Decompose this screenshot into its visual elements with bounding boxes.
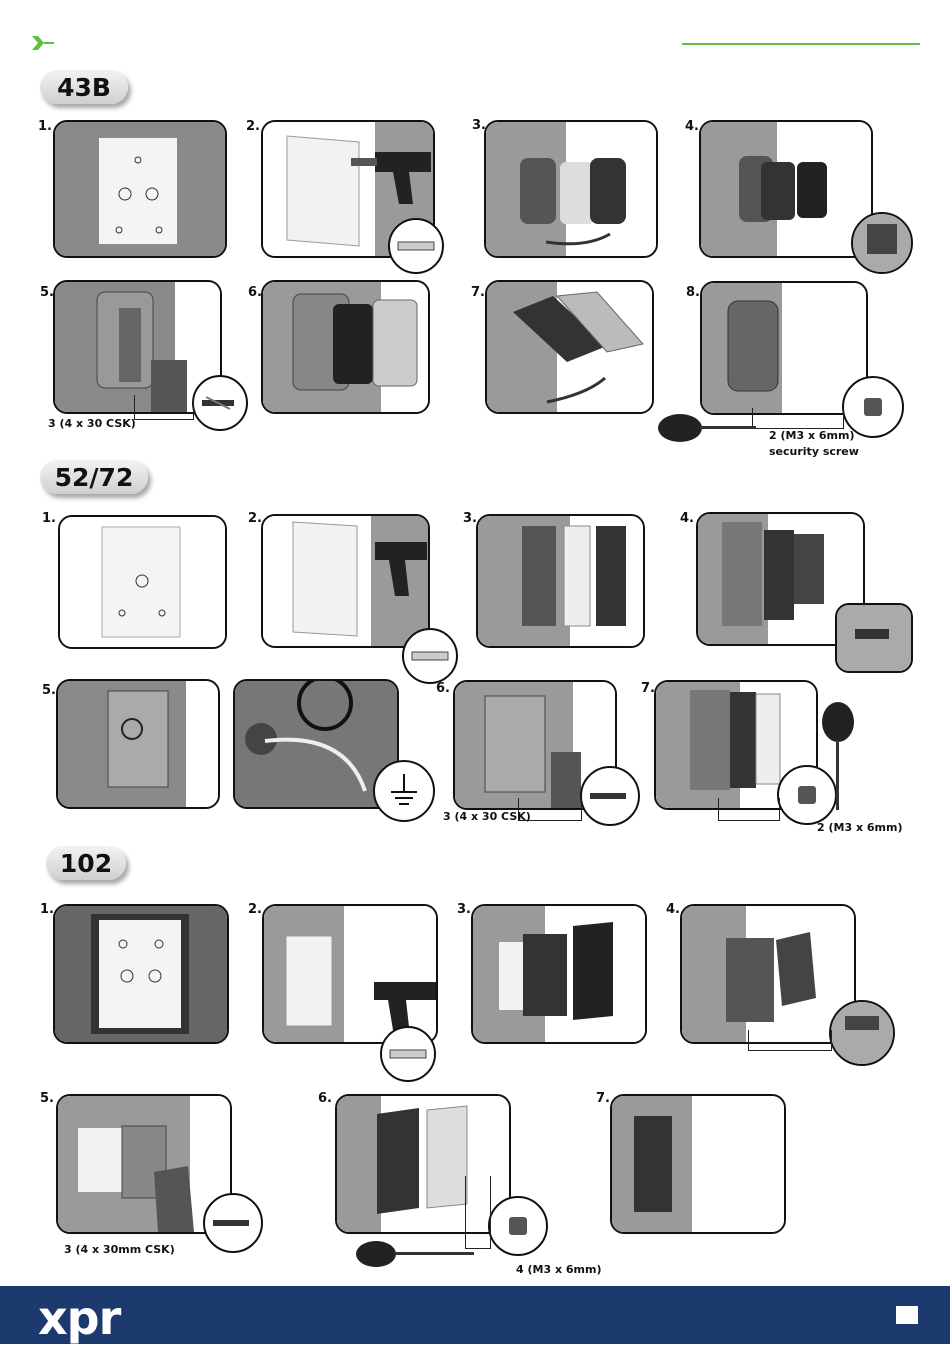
step-number: 7.	[596, 1091, 610, 1106]
leader-line	[718, 798, 780, 821]
screw-caption: 3 (4 x 30mm CSK)	[64, 1242, 175, 1258]
security-caption: security screw	[769, 444, 859, 460]
step-number: 8.	[686, 285, 700, 300]
step-number: 6.	[436, 681, 450, 696]
step-panel-template	[53, 120, 227, 258]
screwdriver-icon	[816, 700, 860, 810]
leader-line	[465, 1176, 491, 1249]
step-number: 1.	[40, 902, 54, 917]
step-number: 3.	[457, 902, 471, 917]
security-caption: 4 (M3 x 6mm)	[516, 1262, 601, 1278]
step-panel-fit	[471, 904, 647, 1044]
anchor-plug-zoom	[402, 628, 458, 684]
green-arrow-icon	[30, 34, 56, 52]
leader-line	[752, 408, 844, 429]
step-panel-backbox	[56, 679, 220, 809]
leader-line	[134, 395, 194, 420]
step-panel-keypad	[261, 280, 430, 414]
screw-caption: 3 (4 x 30 CSK)	[48, 416, 136, 432]
step-number: 1.	[42, 511, 56, 526]
step-panel-wire	[699, 120, 873, 258]
security-caption: 2 (M3 x 6mm)	[769, 428, 854, 444]
screw-zoom	[192, 375, 248, 431]
step-panel-drill	[261, 514, 430, 648]
model-badge-43b: 43B	[40, 70, 128, 104]
wire-detail-zoom	[835, 603, 913, 673]
step-panel-fit	[476, 514, 645, 648]
anchor-plug-zoom	[380, 1026, 436, 1082]
screwdriver-icon	[354, 1238, 474, 1270]
leader-line	[748, 1030, 832, 1051]
step-number: 5.	[40, 1091, 54, 1106]
wire-detail-zoom	[829, 1000, 895, 1066]
model-label: 102	[60, 849, 112, 878]
step-number: 4.	[685, 119, 699, 134]
model-label: 43B	[57, 73, 111, 102]
step-number: 3.	[463, 511, 477, 526]
page-number-box	[896, 1306, 918, 1324]
step-panel-template	[53, 904, 229, 1044]
screw-zoom	[580, 766, 640, 826]
security-caption: 2 (M3 x 6mm)	[817, 820, 902, 836]
earth-ground-icon	[373, 760, 435, 822]
screw-zoom	[203, 1193, 263, 1253]
model-badge-102: 102	[46, 846, 126, 880]
step-number: 6.	[248, 285, 262, 300]
step-panel-cover	[485, 280, 654, 414]
step-number: 5.	[40, 285, 54, 300]
step-number: 2.	[248, 902, 262, 917]
anchor-plug-zoom	[388, 218, 444, 274]
step-panel-finished	[610, 1094, 786, 1234]
screwdriver-icon	[656, 411, 756, 445]
step-number: 6.	[318, 1091, 332, 1106]
step-panel-fit	[484, 120, 658, 258]
step-number: 7.	[641, 681, 655, 696]
step-number: 7.	[471, 285, 485, 300]
model-label: 52/72	[55, 463, 134, 492]
wire-detail-zoom	[851, 212, 913, 274]
step-number: 2.	[248, 511, 262, 526]
step-number: 4.	[680, 511, 694, 526]
screw-caption: 3 (4 x 30 CSK)	[443, 809, 531, 825]
security-screw-zoom	[488, 1196, 548, 1256]
xpr-logo: xpr	[38, 1291, 120, 1345]
step-number: 4.	[666, 902, 680, 917]
step-number: 1.	[38, 119, 52, 134]
step-panel-drill	[262, 904, 438, 1044]
step-panel-template	[58, 515, 227, 649]
step-number: 5.	[42, 683, 56, 698]
model-badge-52-72: 52/72	[40, 460, 148, 494]
step-panel-finished	[700, 281, 868, 415]
footer-bar	[0, 1286, 950, 1344]
header-rule	[682, 43, 920, 45]
step-number: 2.	[246, 119, 260, 134]
